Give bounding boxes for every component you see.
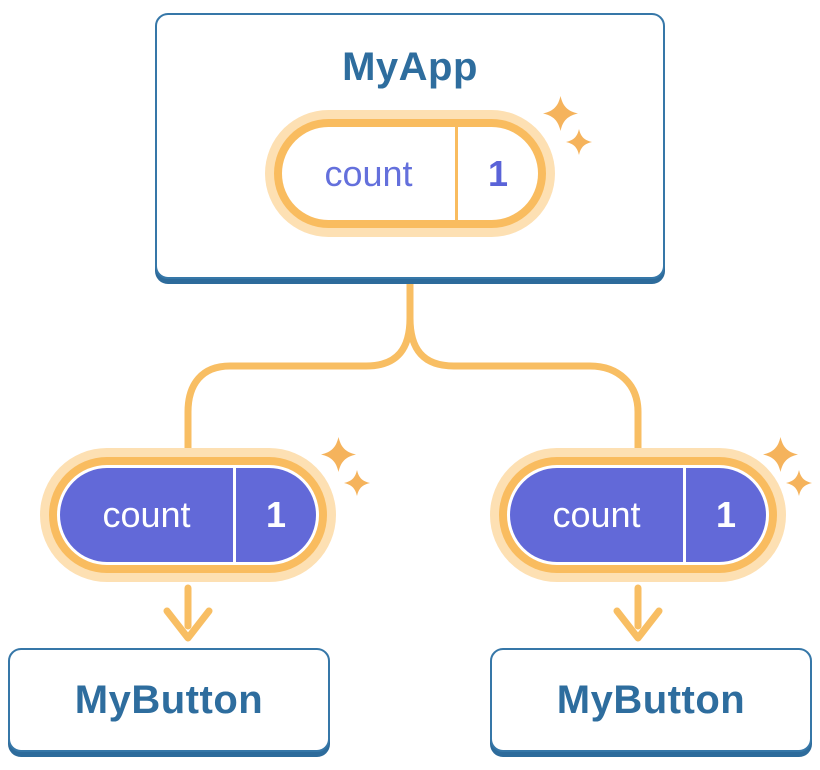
- sparkles-icon: [321, 437, 370, 496]
- pill-divider: [455, 127, 458, 220]
- pill-white-ring: count 1: [507, 465, 769, 565]
- branch-right-line: [406, 278, 642, 454]
- pill-orange-ring: count 1: [274, 119, 546, 228]
- pill-divider: [683, 468, 686, 562]
- pill-white-ring: count 1: [57, 465, 319, 565]
- branch-left-line: [184, 278, 414, 454]
- pill-outer-ring: count 1: [40, 448, 336, 582]
- state-value: 1: [715, 494, 737, 535]
- pill-orange-ring: count 1: [499, 457, 777, 573]
- pill-body: count 1: [282, 127, 538, 220]
- state-name-label: count: [324, 152, 413, 194]
- component-name: MyButton: [556, 677, 746, 722]
- state-name-label: count: [552, 494, 641, 535]
- state-pill-right: count 1: [490, 448, 786, 582]
- component-name: MyApp: [342, 45, 478, 89]
- pill-outer-ring: count 1: [265, 110, 555, 237]
- pill-divider: [233, 468, 236, 562]
- sparkles-icon: [543, 96, 592, 155]
- sparkles-icon: [763, 437, 812, 496]
- component-card-mybutton-left: MyButton: [8, 648, 330, 752]
- state-pill-left: count 1: [40, 448, 336, 582]
- pill-orange-ring: count 1: [49, 457, 327, 573]
- state-name-label: count: [102, 494, 191, 535]
- state-pill-root: count 1: [265, 110, 555, 237]
- pill-body: count 1: [510, 468, 766, 562]
- pill-outer-ring: count 1: [490, 448, 786, 582]
- arrow-left-head-icon: [163, 607, 213, 642]
- arrow-right-head-icon: [613, 607, 663, 642]
- component-name: MyButton: [74, 677, 264, 722]
- state-value: 1: [487, 152, 509, 194]
- state-value: 1: [265, 494, 287, 535]
- pill-body: count 1: [60, 468, 316, 562]
- component-card-mybutton-right: MyButton: [490, 648, 812, 752]
